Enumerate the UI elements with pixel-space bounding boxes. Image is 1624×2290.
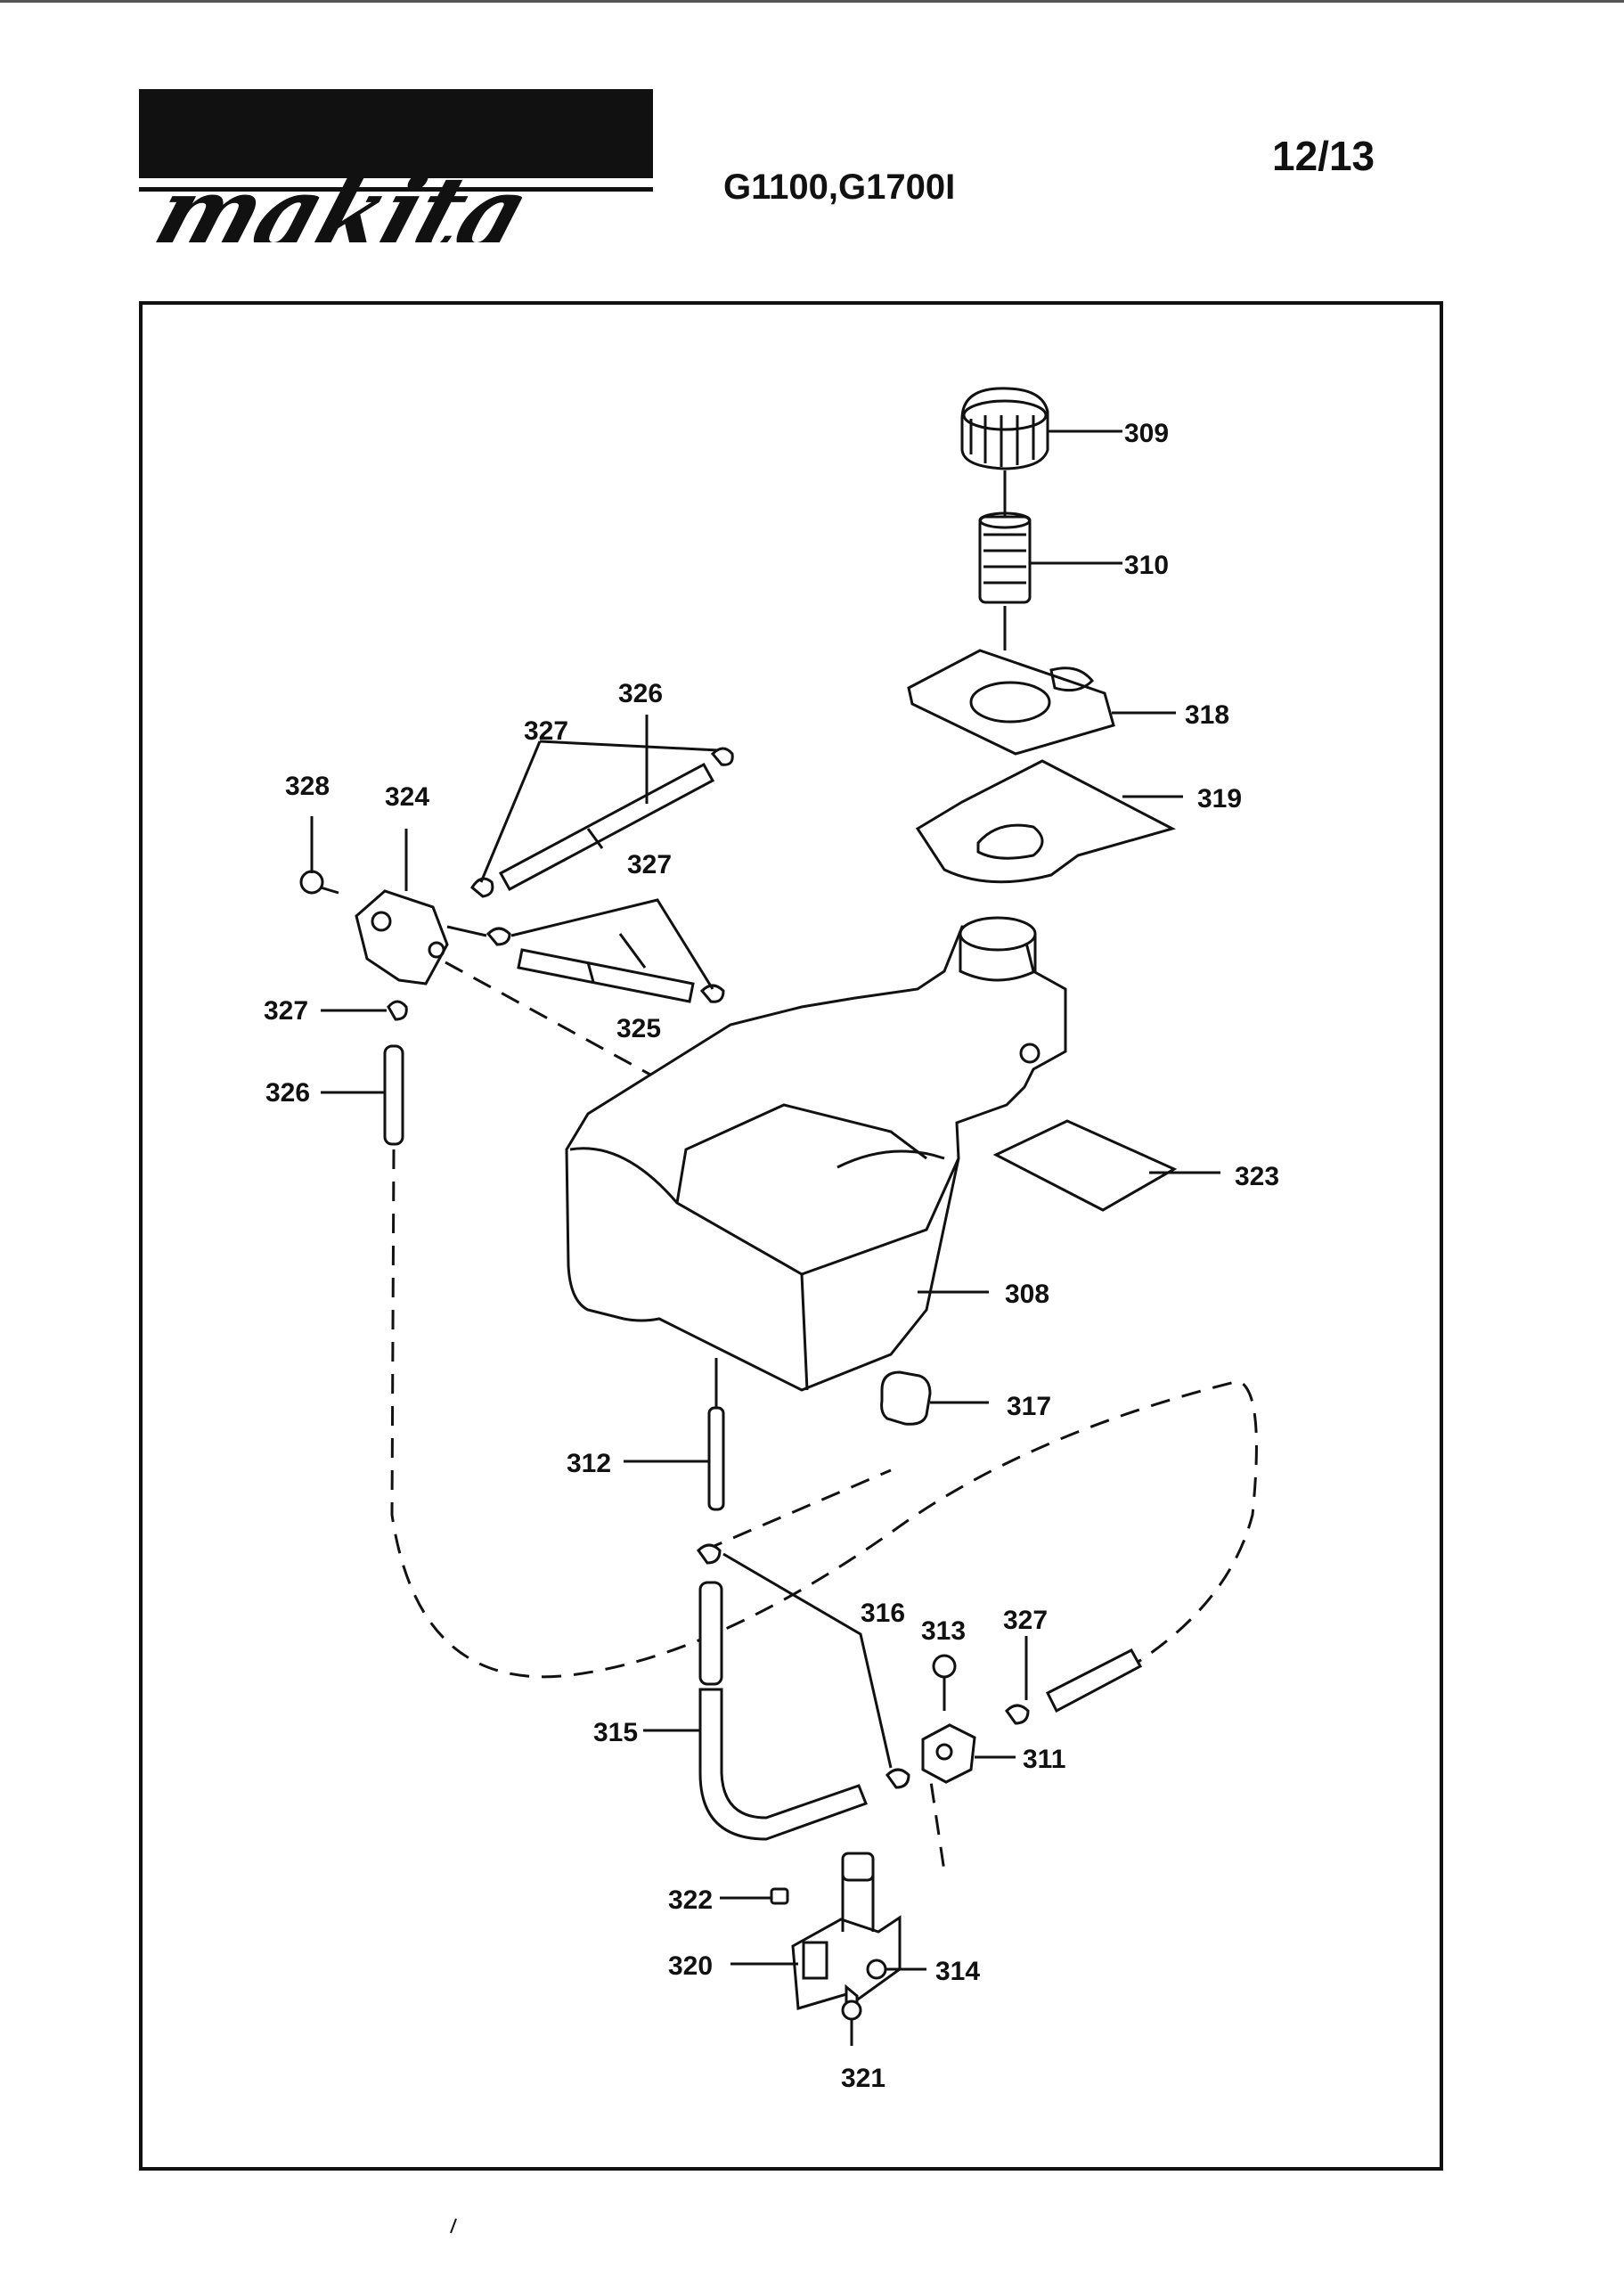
grommet-317: [880, 1370, 989, 1426]
valve-to-bracket-line: [925, 1751, 946, 1872]
scan-top-edge: [0, 0, 1624, 3]
diagram-frame: [139, 301, 1443, 2171]
callout-316: 316: [861, 1599, 905, 1628]
fuel-tank-308: [565, 916, 1067, 1392]
callout-310: 310: [1124, 551, 1169, 580]
tube-315-upper: [698, 1581, 723, 1686]
callout-328: 328: [285, 772, 330, 801]
callout-321: 321: [841, 2064, 885, 2093]
tube-326-left: [321, 1044, 404, 1146]
nut-322: [720, 1887, 789, 1905]
screw-313: [932, 1654, 957, 1711]
strainer-310: [978, 511, 1122, 604]
clip-316: [697, 1543, 910, 1789]
gasket-plate-318: [907, 649, 1176, 756]
callout-320: 320: [668, 1951, 713, 1981]
fuel-pickup-312: [624, 1358, 725, 1511]
fuel-line-path: [390, 1149, 1258, 1679]
logo-stripes: [139, 171, 653, 192]
callout-315: 315: [593, 1718, 638, 1747]
callout-327-right: 327: [1003, 1606, 1048, 1635]
callout-322: 322: [668, 1885, 713, 1915]
callout-325: 325: [616, 1014, 661, 1043]
clip-327-left: [321, 1000, 408, 1021]
bent-hose-315: [643, 1688, 868, 1841]
callout-326-left: 326: [265, 1078, 310, 1108]
callout-308: 308: [1005, 1280, 1049, 1309]
pump-to-tank-line: [445, 961, 651, 1076]
callout-313: 313: [921, 1616, 966, 1646]
nut-314: [866, 1959, 926, 1980]
callout-327-upper: 327: [524, 716, 568, 746]
fuel-cap-309: [960, 387, 1122, 470]
callout-314: 314: [935, 1957, 980, 1986]
model-number: G1100,G1700I: [723, 168, 956, 207]
callout-326-upper: 326: [618, 679, 663, 708]
fuel-valve-311: [921, 1723, 1016, 1784]
gasket-319: [915, 759, 1183, 884]
bracket-320: [730, 1852, 902, 2010]
fuel-pump-324: [355, 829, 487, 986]
callout-324: 324: [385, 782, 429, 812]
clip-327-right: [1005, 1636, 1030, 1725]
pad-323: [992, 1119, 1220, 1212]
callout-317: 317: [1007, 1392, 1051, 1421]
screw-321: [841, 1983, 862, 2046]
callout-319: 319: [1197, 784, 1242, 814]
callout-323: 323: [1235, 1162, 1279, 1191]
makita-logo: makita: [139, 89, 653, 242]
callout-327-middle: 327: [627, 850, 672, 879]
scan-mark: [450, 2218, 457, 2234]
callout-312: 312: [567, 1449, 611, 1478]
tube-325-lower: [486, 898, 725, 1003]
callout-309: 309: [1124, 419, 1169, 448]
callout-327-left: 327: [264, 996, 308, 1026]
page-number: 12/13: [1272, 133, 1375, 179]
callout-318: 318: [1185, 700, 1229, 730]
screw-328: [299, 816, 339, 895]
tank-to-outlet-line: [703, 1468, 892, 1552]
tube-right: [1045, 1648, 1143, 1713]
tube-326-upper: [470, 715, 734, 898]
callout-311: 311: [1023, 1745, 1065, 1774]
